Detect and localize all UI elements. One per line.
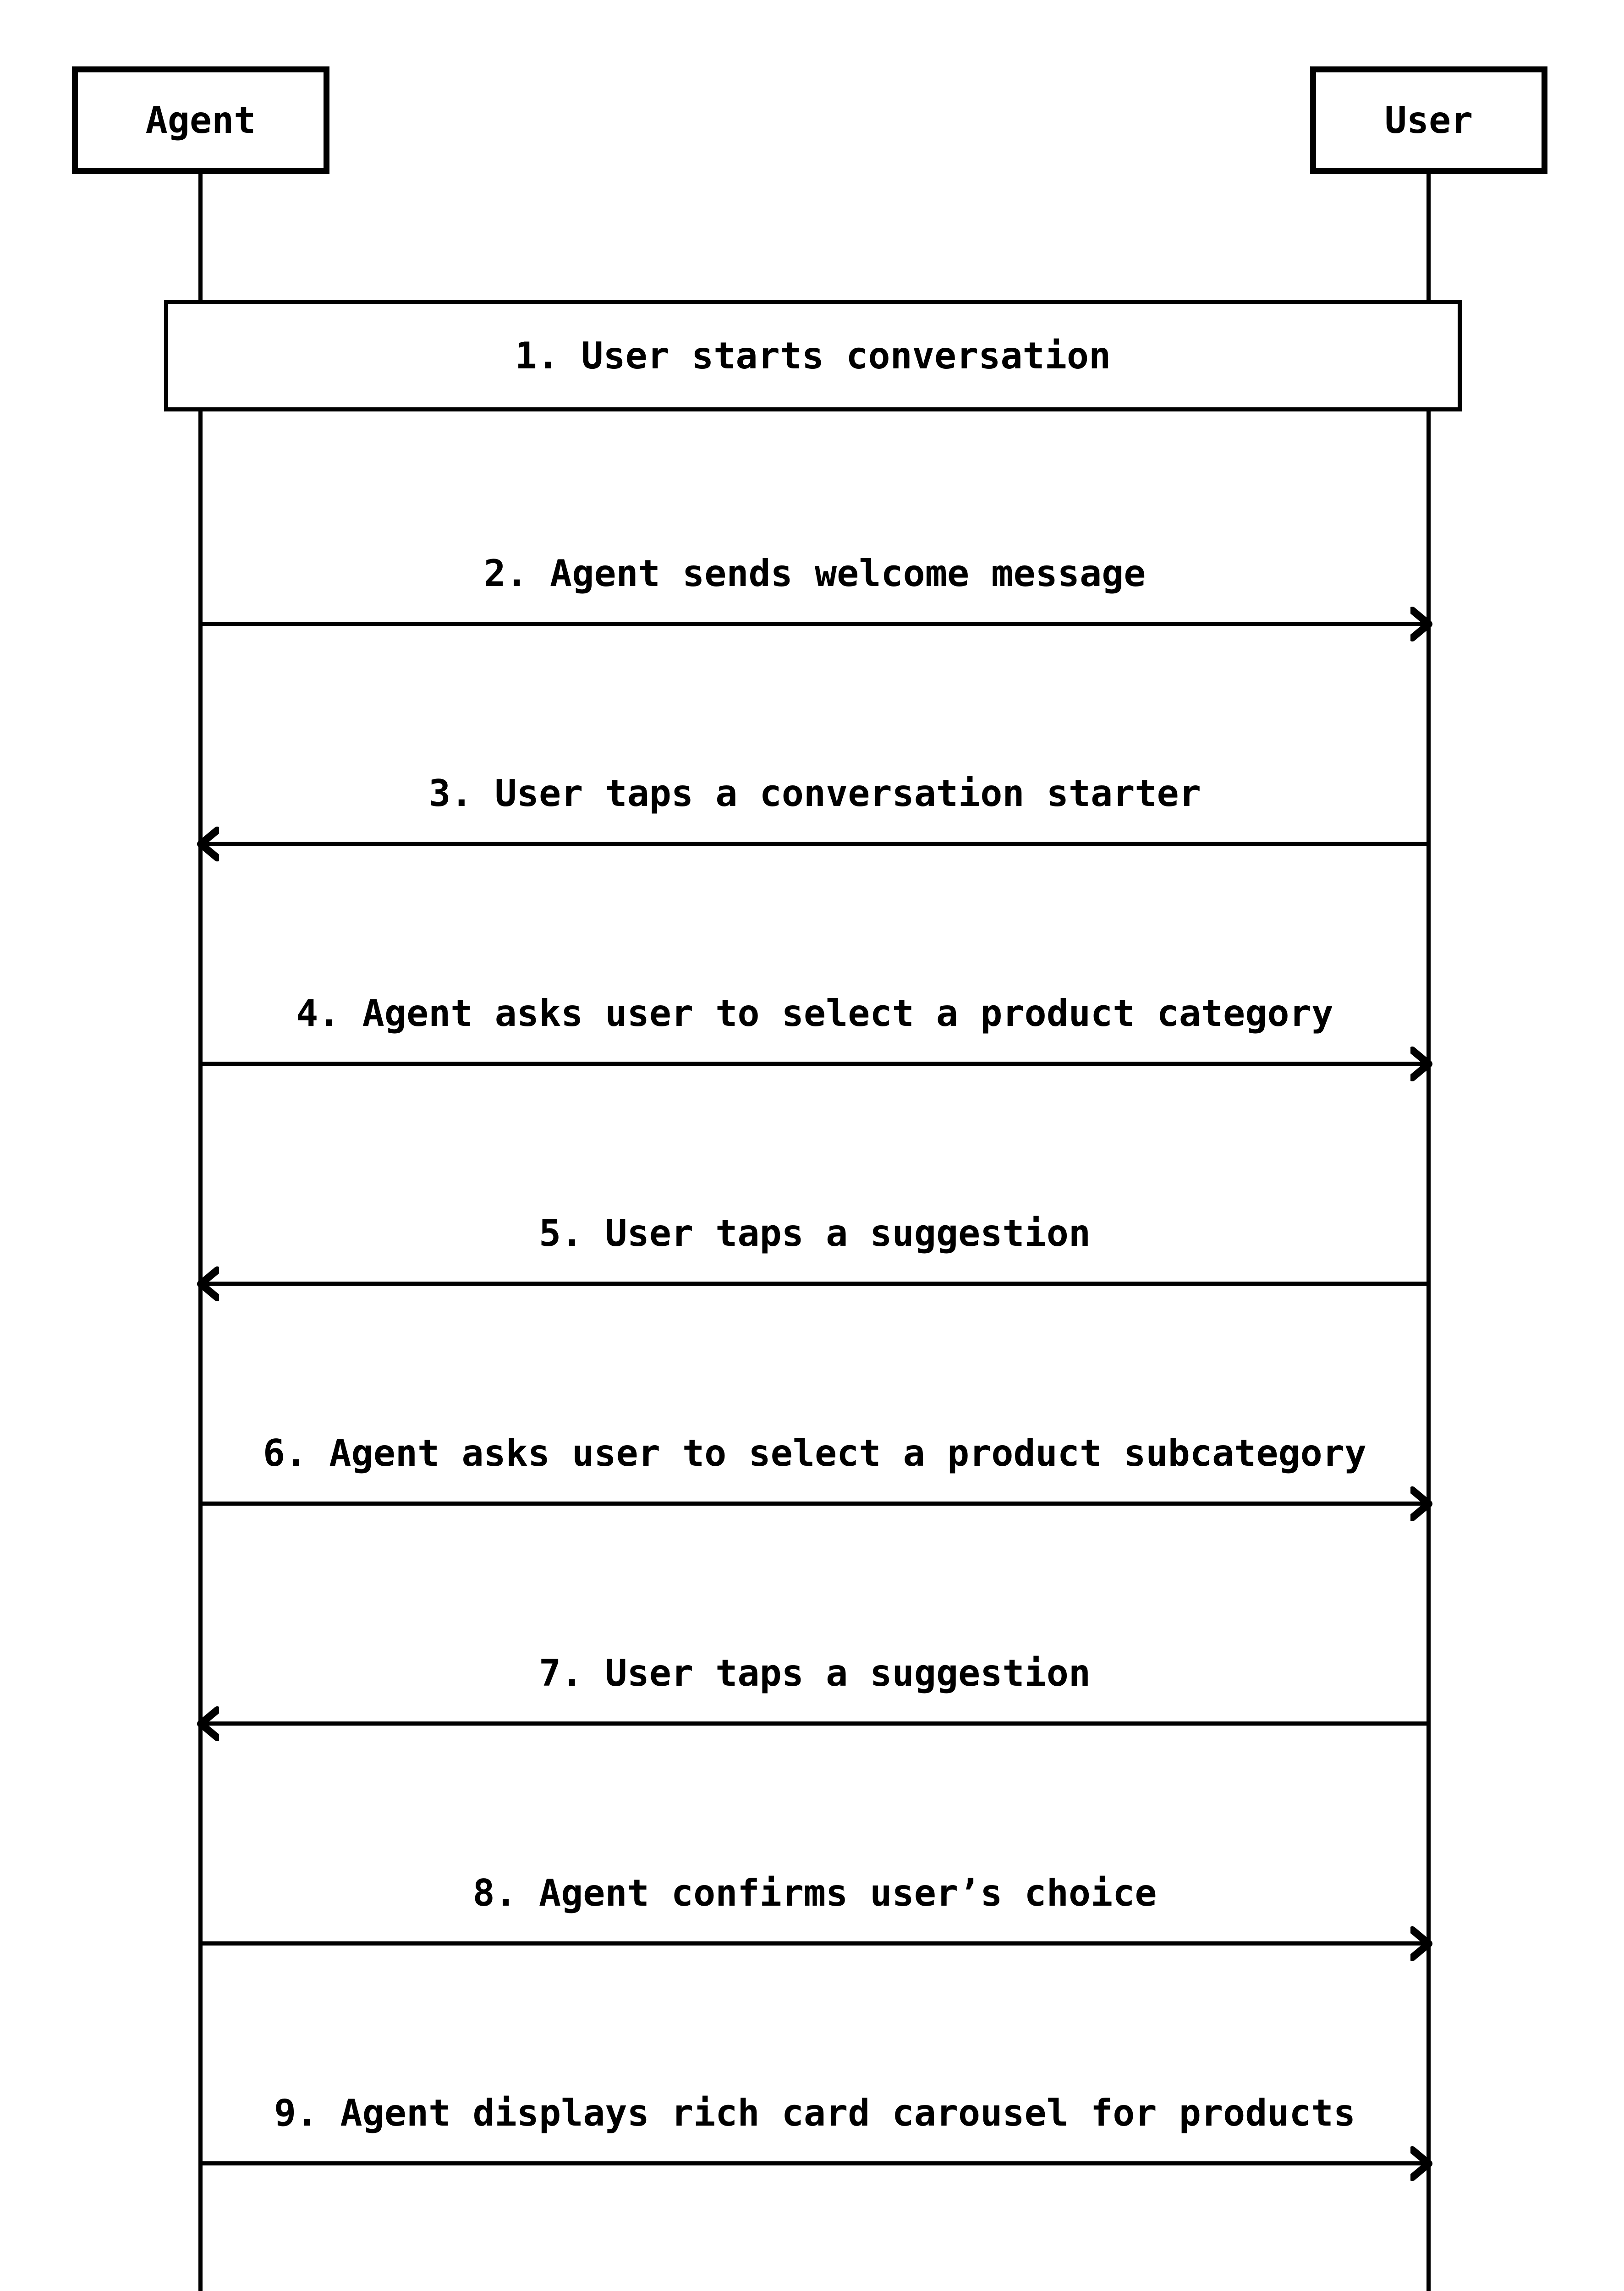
message-step-9-arrow [201,2146,1432,2181]
message-step-3: 3. User taps a conversation starter [197,727,1429,861]
arrowhead-left-icon [197,1266,219,1301]
actor-label-user: User [1384,99,1473,142]
message-step-7-label: 7. User taps a suggestion [538,1652,1091,1694]
message-step-8-label: 8. Agent confirms user’s choice [472,1872,1157,1914]
actor-label-agent: Agent [145,99,256,142]
message-step-4-label: 4. Agent asks user to select a product c… [296,992,1333,1035]
message-step-7: 7. User taps a suggestion [197,1606,1429,1741]
message-step-3-arrow [197,826,1429,861]
message-step-5-label: 5. User taps a suggestion [538,1212,1091,1255]
note-step-1-text: 1. User starts conversation [515,334,1111,377]
message-step-7-arrow [197,1706,1429,1741]
message-step-9-label: 9. Agent displays rich card carousel for… [274,2092,1356,2134]
message-step-6-label: 6. Agent asks user to select a product s… [263,1432,1367,1474]
message-step-2-label: 2. Agent sends welcome message [483,552,1146,595]
agent-lifeline [198,174,203,2291]
arrowhead-left-icon [197,1706,219,1741]
message-step-2-arrow [201,606,1432,641]
arrowhead-left-icon [197,826,219,861]
message-step-6-arrow [201,1486,1432,1521]
message-step-6: 6. Agent asks user to select a product s… [201,1387,1432,1521]
arrowhead-right-icon [1410,1926,1432,1961]
message-step-9: 9. Agent displays rich card carousel for… [201,2046,1432,2181]
message-step-2: 2. Agent sends welcome message [201,507,1432,641]
arrowhead-right-icon [1410,606,1432,641]
message-step-3-label: 3. User taps a conversation starter [428,772,1201,815]
actor-box-user-top: User [1310,66,1547,174]
message-step-8-arrow [201,1926,1432,1961]
arrowhead-right-icon [1410,2146,1432,2181]
user-lifeline [1426,174,1431,2291]
message-step-10: 10. User selects a product [201,2266,1429,2291]
message-step-5-arrow [197,1266,1429,1301]
message-step-4: 4. Agent asks user to select a product c… [201,947,1432,1081]
arrowhead-right-icon [1410,1486,1432,1521]
message-step-5: 5. User taps a suggestion [197,1167,1429,1301]
message-step-8: 8. Agent confirms user’s choice [201,1826,1432,1961]
note-step-1: 1. User starts conversation [164,300,1462,411]
actor-box-agent-top: Agent [72,66,329,174]
message-step-4-arrow [201,1046,1432,1081]
arrowhead-right-icon [1410,1046,1432,1081]
